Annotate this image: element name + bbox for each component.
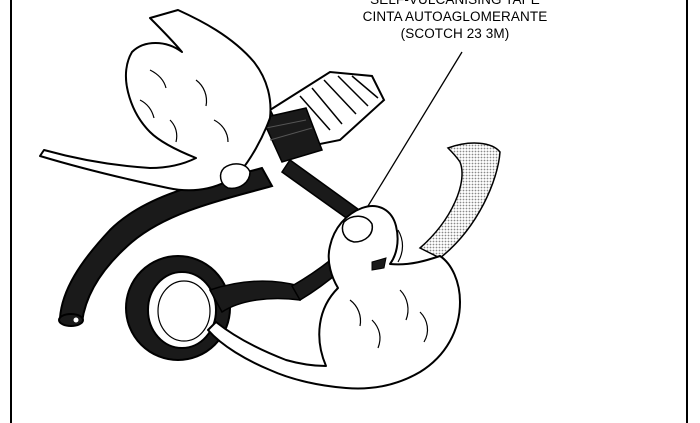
- connector: [262, 72, 384, 162]
- callout-leader-line: [368, 52, 462, 206]
- tape-stretch: [282, 160, 362, 222]
- tape-label-line-3: (SCOTCH 23 3M): [330, 25, 580, 42]
- tape-label-line-2: CINTA AUTOAGLOMERANTE: [330, 8, 580, 25]
- tape-label-line-1: SELF-VULCANISING TAPE: [330, 0, 580, 8]
- cable-end: [59, 314, 83, 326]
- tape-label: SELF-VULCANISING TAPE CINTA AUTOAGLOMERA…: [330, 0, 580, 42]
- tape-backing-strip: [420, 143, 500, 258]
- left-hand: [40, 10, 270, 190]
- tape-roll: [126, 256, 300, 360]
